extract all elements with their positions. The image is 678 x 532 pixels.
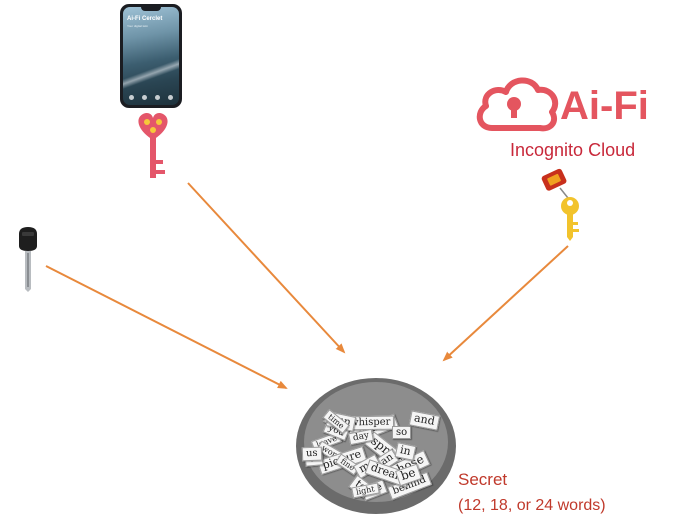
cloud-lock-icon [476,77,559,132]
phone-app-title: Ai-Fi Cerclet [127,16,163,22]
brand-logo-text: Ai-Fi [560,84,649,128]
brand-subtitle: Incognito Cloud [510,140,635,161]
car-key-icon [19,227,37,292]
arrow-from-heart-key [187,182,346,354]
brand-subtitle-incognito: Incognito [510,140,584,160]
secret-word-count: (12, 18, or 24 words) [458,497,606,514]
gold-key-icon [541,168,579,241]
phone-screen: Ai-Fi Cerclet Your digital twin [123,7,179,105]
phone-landscape [123,59,179,89]
heart-key-icon [138,112,168,178]
phone-app-subtitle: Your digital twin [127,24,148,28]
word-pile-icon: leavewordgonemomentwhisperspringthosepic… [288,360,468,520]
arrow-from-black-key [45,265,288,389]
brand-subtitle-cloud: Cloud [588,140,636,160]
phone-dock [129,95,173,101]
word-tile: us [302,446,323,462]
arrow-from-gold-key [442,245,569,362]
secret-label: Secret [458,470,508,489]
phone-notch [141,7,161,11]
word-tile: so [391,425,412,440]
smartphone-icon: Ai-Fi Cerclet Your digital twin [120,4,182,108]
